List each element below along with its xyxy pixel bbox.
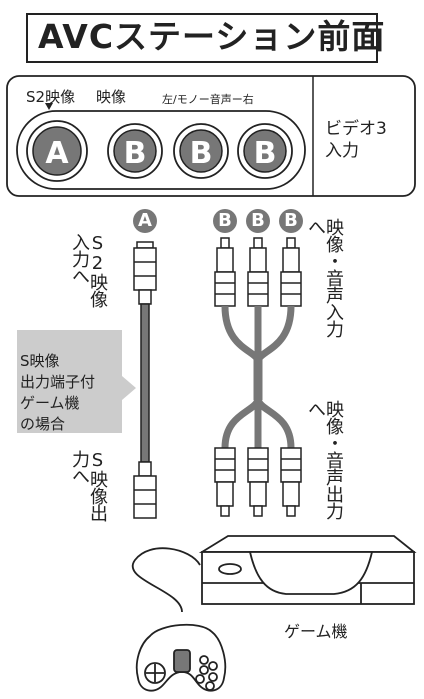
game-console-label: ゲーム機 (284, 622, 348, 641)
port-a-jack (26, 120, 88, 182)
game-console-icon (198, 535, 417, 605)
note-text: S映像 出力端子付 ゲーム機 の場合 (20, 352, 96, 433)
s2-input-label: S2映像入力へ (69, 233, 108, 307)
plug-b-badge (279, 209, 303, 233)
port-b-letter: B (189, 136, 213, 171)
port-b-letter: B (123, 136, 147, 171)
av-output-label: 映像・音声出力へ (305, 400, 344, 519)
s2-arrow-icon (45, 103, 53, 110)
plug-b-letter: B (284, 210, 298, 231)
plug-b-letter: B (218, 210, 232, 231)
plug-b-badge (246, 209, 270, 233)
controller-cord (131, 547, 201, 613)
video3-input-label: ビデオ3 入力 (325, 119, 387, 161)
plug-b-badge (213, 209, 237, 233)
video-label: 映像 (96, 88, 127, 106)
port-b-jack (237, 123, 293, 179)
plug-a-letter: A (138, 210, 152, 231)
port-b-letter: B (253, 136, 277, 171)
s2-video-label: S2映像 (26, 88, 76, 106)
s-output-label: S映像出力へ (69, 450, 108, 521)
plug-a-badge (133, 209, 157, 233)
controller-icon (135, 623, 227, 692)
port-b-jack (107, 123, 163, 179)
port-b-jack (173, 123, 229, 179)
av-input-label: 映像・音声入力へ (305, 218, 344, 337)
page-title: AVCステーション前面 (38, 17, 386, 56)
port-a-letter: A (45, 136, 69, 171)
title-frame (26, 13, 378, 63)
plug-b-letter: B (251, 210, 265, 231)
s-video-cable (133, 241, 157, 519)
av-cable (214, 237, 302, 517)
audio-label: 左/モノー音声ー右 (162, 93, 254, 106)
note-callout (17, 330, 136, 433)
